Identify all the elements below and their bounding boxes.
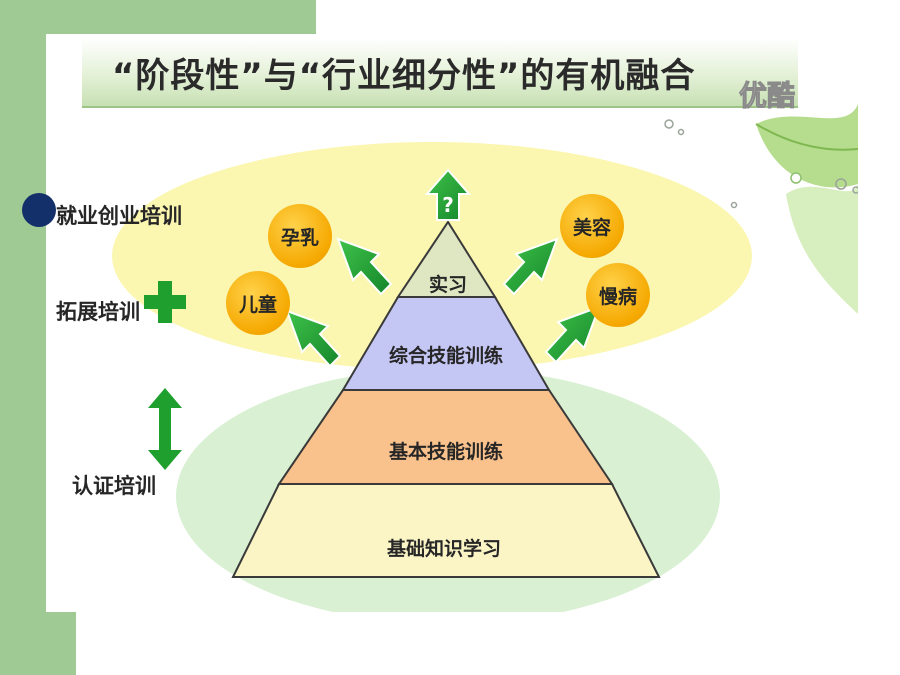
title-banner: “阶段性”与“行业细分性”的有机融合 (82, 38, 798, 108)
pyramid-level-internship (396, 220, 497, 298)
up-down-arrow-icon (148, 388, 182, 470)
slide-band-bottom (0, 612, 76, 675)
pyramid-label-basic-skills: 基本技能训练 (388, 441, 504, 463)
pyramid-label-foundation: 基础知识学习 (386, 538, 502, 560)
slide-band-left (0, 0, 46, 675)
page-title: “阶段性”与“行业细分性”的有机融合 (112, 56, 696, 96)
video-watermark: 优酷 (738, 79, 796, 113)
apex-question-mark: ? (442, 193, 454, 217)
bubble-maternal: 孕乳 (268, 204, 332, 268)
pyramid-level-base (231, 483, 661, 578)
bubble-chronic-disease: 慢病 (586, 263, 650, 327)
bubble-children: 儿童 (226, 271, 290, 335)
bubble-beauty: 美容 (560, 194, 624, 258)
leaf-decoration-icon (664, 104, 858, 314)
slide-band-top (0, 0, 316, 34)
side-label-extension-training: 拓展培训 (56, 300, 140, 324)
apex-arrow-icon: ? (424, 168, 472, 221)
pyramid (231, 220, 661, 578)
pyramid-label-composite-skills: 综合技能训练 (388, 345, 504, 367)
diagram-image: ? “阶段性”与“行业细分性”的有机融合 优酷 就业创业培训 拓展培训 认证培训… (46, 34, 858, 612)
pyramid-label-internship: 实习 (428, 274, 468, 296)
side-label-certification-training: 认证培训 (72, 474, 156, 498)
plus-icon (144, 281, 186, 323)
slide-bullet-dot (22, 193, 56, 227)
side-label-employment-training: 就业创业培训 (56, 204, 182, 228)
growth-arrow-icon (285, 237, 601, 368)
